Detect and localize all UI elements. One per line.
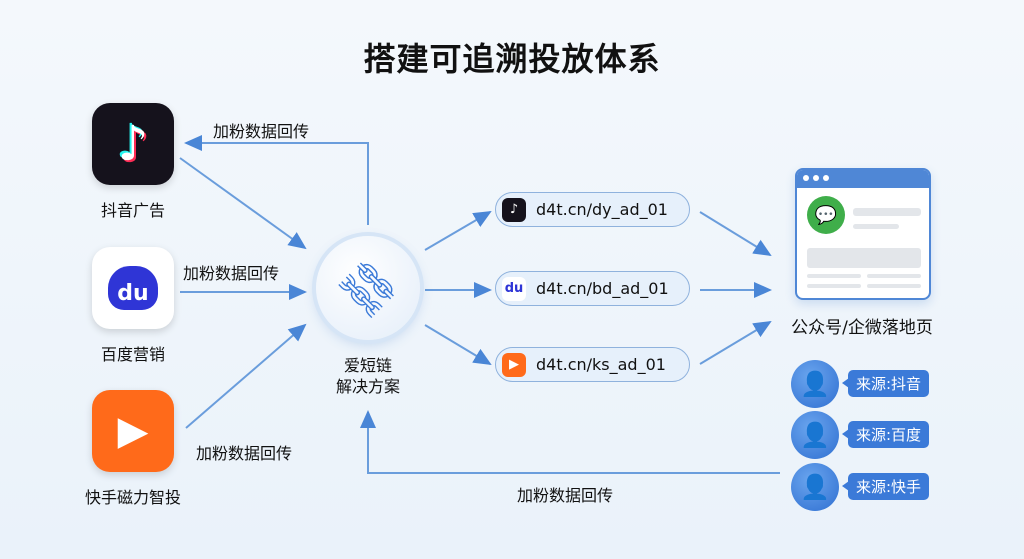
link-url: d4t.cn/bd_ad_01 <box>536 279 669 298</box>
tracking-link-kuaishou[interactable]: ▶ d4t.cn/ks_ad_01 <box>495 347 690 382</box>
arrow-center-to-link3 <box>424 324 492 366</box>
arrow-center-to-link1 <box>424 210 492 251</box>
source-tag-baidu: 来源:百度 <box>841 421 930 448</box>
tracking-link-baidu[interactable]: du d4t.cn/bd_ad_01 <box>495 271 690 306</box>
link-url: d4t.cn/dy_ad_01 <box>536 200 668 219</box>
source-tag-douyin: 来源:抖音 <box>841 370 930 397</box>
chain-link-icon: ⛓ <box>327 247 408 328</box>
center-label-line1: 爱短链 <box>343 356 392 375</box>
source-label-kuaishou: 快手磁力智投 <box>84 488 181 507</box>
user-avatar-icon: 👤 <box>791 411 839 459</box>
kuaishou-icon: ▶ <box>502 352 526 377</box>
link-url: d4t.cn/ks_ad_01 <box>536 355 666 374</box>
tracking-link-douyin[interactable]: ♪ d4t.cn/dy_ad_01 <box>495 192 690 227</box>
center-label: 爱短链 解决方案 <box>288 355 448 397</box>
source-label-douyin: 抖音广告 <box>100 201 165 220</box>
baidu-icon: du <box>502 276 526 301</box>
window-dots <box>797 170 929 188</box>
wechat-icon: 💬 <box>807 196 845 234</box>
arrow-douyin-to-center <box>179 157 307 250</box>
arrow-kuaishou-to-center <box>185 323 307 429</box>
flow-label-feedback-baidu: 加粉数据回传 <box>183 264 280 283</box>
arrow-center-to-douyin <box>184 135 369 225</box>
baidu-app-icon: du <box>92 247 174 329</box>
user-avatar-icon: 👤 <box>791 360 839 408</box>
flow-label-feedback-kuaishou: 加粉数据回传 <box>196 444 293 463</box>
flow-label-feedback-bottom: 加粉数据回传 <box>517 486 614 505</box>
arrow-link1-to-landing <box>699 211 772 257</box>
user-avatar-icon: 👤 <box>791 463 839 511</box>
douyin-app-icon: ♪ <box>92 103 174 185</box>
arrow-link3-to-landing <box>699 320 772 365</box>
source-tag-kuaishou: 来源:快手 <box>841 473 930 500</box>
flow-label-feedback-douyin: 加粉数据回传 <box>213 122 310 141</box>
center-label-line2: 解决方案 <box>335 377 400 396</box>
landing-page-window: 💬 <box>795 168 931 300</box>
source-label-baidu: 百度营销 <box>100 345 165 364</box>
arrow-feedback-to-center <box>360 410 780 474</box>
page-title: 搭建可追溯投放体系 <box>363 40 661 78</box>
douyin-icon: ♪ <box>502 197 526 222</box>
kuaishou-app-icon: ▶ <box>92 390 174 472</box>
link-chain-hub: ⛓ <box>316 236 420 340</box>
landing-label: 公众号/企微落地页 <box>791 318 933 338</box>
